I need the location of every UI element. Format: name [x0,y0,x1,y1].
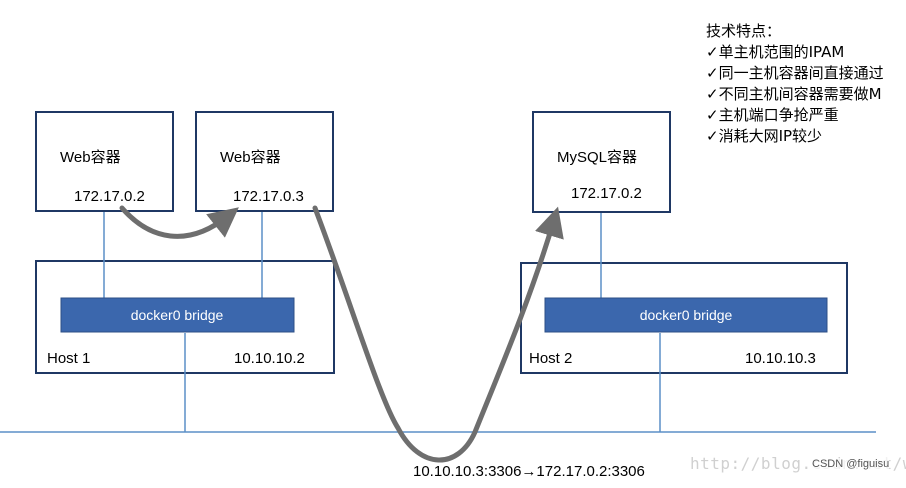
host1-label: Host 1 [47,350,90,367]
container-mysql [532,111,671,213]
container-web-1 [35,111,174,212]
container-web-1-name: Web容器 [60,149,121,166]
container-mysql-ip: 172.17.0.2 [571,185,642,202]
feature-item: ✓同一主机容器间直接通过 [706,64,884,82]
csdn-credit: CSDN @figuisu [812,458,890,470]
feature-item: ✓不同主机间容器需要做M [706,85,882,103]
arrow-web1-to-web2 [119,205,239,239]
feature-item: ✓单主机范围的IPAM [706,43,845,61]
feature-item: ✓主机端口争抢严重 [706,106,839,124]
nat-mapping-caption: 10.10.10.3:3306→172.17.0.2:3306 [413,463,645,480]
host2-bridge [544,297,828,333]
host2-bridge-label: docker0 bridge [640,307,733,323]
container-web-2-name: Web容器 [220,149,281,166]
host2-ip: 10.10.10.3 [745,350,816,367]
arrow-web2-to-mysql [312,205,564,463]
container-mysql-name: MySQL容器 [557,149,637,166]
host1-ip: 10.10.10.2 [234,350,305,367]
container-web-2 [195,111,334,212]
host1-bridge [60,297,295,333]
feature-item: ✓消耗大网IP较少 [706,127,823,145]
container-web-2-ip: 172.17.0.3 [233,188,304,205]
features-panel: 技术特点： ✓单主机范围的IPAM ✓同一主机容器间直接通过 ✓不同主机间容器需… [706,21,906,147]
features-title: 技术特点： [706,22,782,40]
container-web-1-ip: 172.17.0.2 [74,188,145,205]
host1-bridge-label: docker0 bridge [131,307,224,323]
host2-label: Host 2 [529,350,572,367]
